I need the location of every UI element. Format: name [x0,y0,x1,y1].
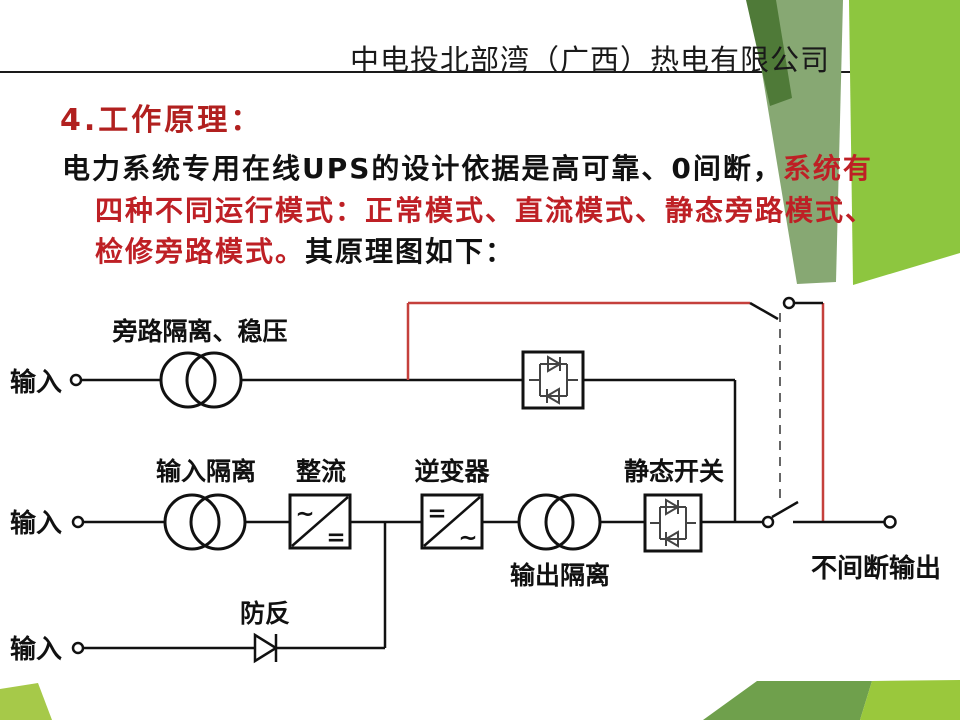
body-line-2: 四种不同运行模式：正常模式、直流模式、静态旁路模式、 [95,189,875,229]
input-terminal-bottom [71,641,85,655]
bypass-static-switch-icon [521,350,585,410]
company-title: 中电投北部湾（广西）热电有限公司 [349,43,830,77]
body-line-3: 检修旁路模式。其原理图如下： [95,230,515,270]
label-input-bottom: 输入 [10,634,62,665]
input-terminal-top [69,373,83,387]
body-line-3-red: 检修旁路模式。 [95,235,306,268]
inverter-icon: = ~ [420,493,484,551]
label-static-switch: 静态开关 [624,457,724,486]
label-input-middle: 输入 [10,508,62,539]
output-terminal [883,515,897,529]
label-ups-output: 不间断输出 [811,553,941,584]
section-heading: 4.工作原理： [60,103,264,138]
label-bypass-isolation: 旁路隔离、稳压 [111,317,287,346]
bypass-path-red-line [406,301,825,522]
inverter-ac-symbol: ~ [458,525,477,551]
anti-reverse-diode-icon [253,632,279,664]
maintenance-bypass-switch-icon [749,296,823,321]
body-line-3-black: 其原理图如下： [305,235,516,268]
body-line-1-red: 系统有 [782,152,873,185]
input-transformer-icon [163,493,247,551]
body-line-1: 电力系统专用在线UPS的设计依据是高可靠、0间断，系统有 [62,147,873,187]
label-rectifier: 整流 [296,457,346,486]
label-inverter: 逆变器 [414,457,490,486]
header-divider-line [0,71,960,73]
inverter-dc-symbol: = [427,501,446,527]
body-line-2-red: 四种不同运行模式：正常模式、直流模式、静态旁路模式、 [95,194,876,227]
output-transformer-icon [517,493,602,551]
rectifier-ac-symbol: ~ [295,501,314,527]
rectifier-icon: ~ = [288,493,352,551]
label-output-isolation: 输出隔离 [510,561,610,590]
body-line-1-black: 电力系统专用在线UPS的设计依据是高可靠、0间断， [62,152,783,185]
label-input-isolation: 输入隔离 [156,457,256,486]
rectifier-dc-symbol: = [326,525,345,551]
label-anti-reverse: 防反 [240,599,290,628]
label-input-top: 输入 [10,367,62,398]
static-switch-icon [643,493,703,553]
input-terminal-middle [71,515,85,529]
output-switch-icon [761,500,885,529]
bypass-transformer-icon [159,351,243,409]
